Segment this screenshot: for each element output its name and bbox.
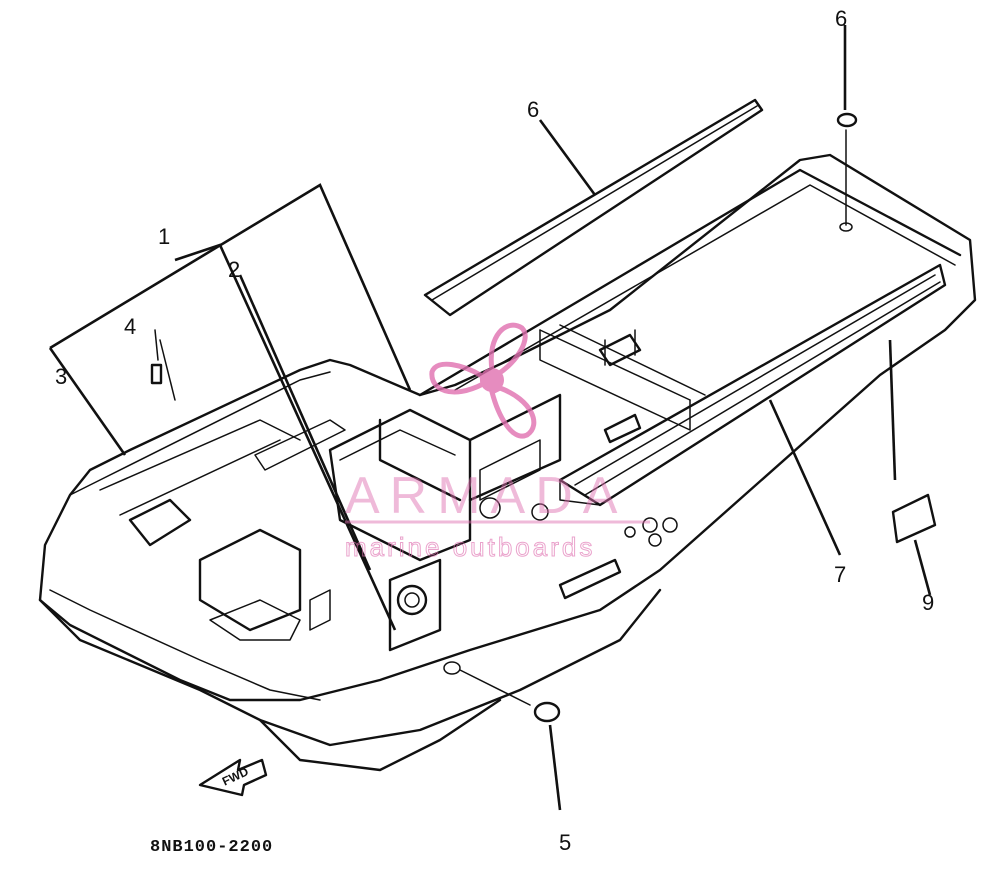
hull-deck [418,168,962,507]
callout-2: 2 [228,257,240,282]
callout-9: 9 [922,590,934,615]
armada-watermark: ARMADA marine outboards [345,322,650,563]
label-pad [891,493,937,544]
callout-1: 1 [158,224,170,249]
callout-3: 3 [55,364,67,389]
watermark-title: ARMADA [345,467,627,525]
propeller-logo-icon [429,322,537,439]
hardware-parts [150,112,858,723]
side-strip [423,98,764,317]
callout-6-strip: 6 [527,97,539,122]
hull-body [38,153,977,772]
callouts: 1 2 3 4 5 6 6 7 9 [55,6,934,855]
watermark-subtitle: marine outboards [345,532,595,562]
callout-7: 7 [834,562,846,587]
callout-4: 4 [124,314,136,339]
callout-6-top: 6 [835,6,847,31]
forward-arrow-icon: FWD [198,758,268,797]
callout-5: 5 [559,830,571,855]
part-code: 8NB100-2200 [150,838,273,857]
hull-frame [99,329,678,652]
leader-lines [48,25,932,811]
